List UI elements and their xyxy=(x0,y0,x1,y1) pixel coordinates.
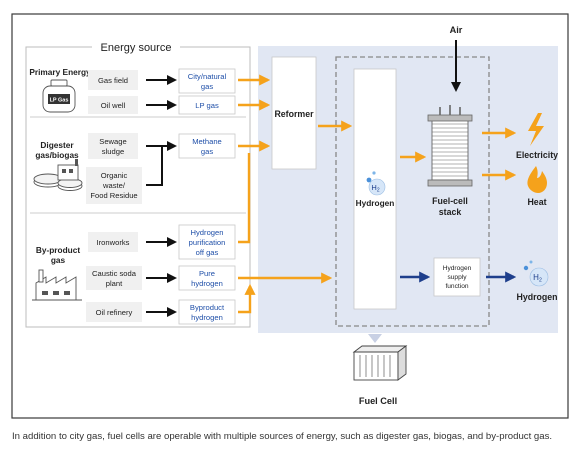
lightning-bolt-icon xyxy=(528,113,544,146)
supply-label-3: function xyxy=(445,283,468,290)
gas-city-label-1: City/natural xyxy=(188,72,227,81)
gas-lp xyxy=(178,95,236,115)
air-label: Air xyxy=(450,25,463,35)
svg-text:H2: H2 xyxy=(533,273,542,284)
category-byproduct-line1: By-product xyxy=(36,245,80,255)
fuel-cell-label: Fuel Cell xyxy=(359,396,397,406)
source-gas-field-label: Gas field xyxy=(98,76,128,85)
source-sewage-sludge xyxy=(88,133,138,159)
source-organic-waste xyxy=(86,167,142,204)
svg-text:LP Gas: LP Gas xyxy=(50,98,69,104)
h2-molecule-icon: H2 xyxy=(366,171,386,196)
gas-hydrogen-offgas xyxy=(178,224,236,260)
arrow-byproduct-to-hydrogen xyxy=(238,283,256,314)
source-sewage-label-2: sludge xyxy=(102,147,124,156)
reformer-label: Reformer xyxy=(274,109,314,119)
gas-methane-label-2: gas xyxy=(201,147,213,156)
source-organic-label-2: waste/ xyxy=(102,181,126,190)
pointer-triangle xyxy=(368,334,382,343)
fuel-cell-stack-label-2: stack xyxy=(439,207,462,217)
arrow-organic-waste xyxy=(146,146,163,186)
output-electricity-label: Electricity xyxy=(516,150,558,160)
energy-source-title: Energy source xyxy=(101,42,172,54)
digester-plant-icon xyxy=(33,159,83,191)
fuel-cell-unit-icon xyxy=(352,345,408,381)
gas-city-label-2: gas xyxy=(201,82,213,91)
factory-icon xyxy=(32,269,82,301)
fuel-cell-stack-icon xyxy=(427,105,473,187)
gas-pure-hydrogen xyxy=(178,265,236,291)
source-oil-well xyxy=(88,96,138,114)
fuel-cell-stack-label-1: Fuel-cell xyxy=(432,196,468,206)
svg-text:H2: H2 xyxy=(371,183,379,194)
category-primary-energy: Primary Energy xyxy=(29,67,91,77)
figure-caption: In addition to city gas, fuel cells are … xyxy=(12,431,553,442)
source-oil-refinery-label: Oil refinery xyxy=(96,308,133,317)
source-ironworks xyxy=(88,232,138,252)
gas-h2-offgas-label-1: Hydrogen xyxy=(191,228,224,237)
hydrogen-label: Hydrogen xyxy=(356,198,395,208)
output-hydrogen-label: Hydrogen xyxy=(516,292,557,302)
supply-label-1: Hydrogen xyxy=(443,265,472,272)
gas-pure-label-1: Pure xyxy=(199,269,215,278)
gas-byproduct-hydrogen xyxy=(178,299,236,325)
h2-molecule-icon: H2 xyxy=(523,260,549,287)
arrow-offgas-to-reformer xyxy=(238,153,251,244)
source-oil-refinery xyxy=(86,302,142,322)
gas-lp-label: LP gas xyxy=(195,101,219,110)
category-digester-line2: gas/biogas xyxy=(35,150,79,160)
flame-icon xyxy=(527,166,547,193)
gas-pure-label-2: hydrogen xyxy=(191,279,223,288)
source-oil-well-label: Oil well xyxy=(101,101,126,110)
output-heat-label: Heat xyxy=(527,197,546,207)
gas-byproduct-label-1: Byproduct xyxy=(190,303,225,312)
gas-methane xyxy=(178,133,236,159)
supply-label-2: supply xyxy=(447,274,467,281)
source-sewage-label-1: Sewage xyxy=(99,137,126,146)
category-byproduct-line2: gas xyxy=(51,255,66,265)
source-caustic-soda-plant xyxy=(86,266,142,290)
fuel-cell-boundary xyxy=(335,56,490,327)
reformer-box xyxy=(271,56,317,170)
gas-methane-label-1: Methane xyxy=(192,137,222,146)
hydrogen-supply-function-box xyxy=(433,257,481,297)
source-gas-field xyxy=(88,70,138,90)
source-caustic-label-1: Caustic soda xyxy=(92,269,137,278)
lp-gas-tank-icon: LP Gas xyxy=(42,79,76,113)
gas-h2-offgas-label-3: off gas xyxy=(196,248,219,257)
source-organic-label-1: Organic xyxy=(101,171,128,180)
source-organic-label-3: Food Residue xyxy=(90,191,137,200)
gas-byproduct-label-2: hydrogen xyxy=(191,313,223,322)
gas-city-natural xyxy=(178,68,236,94)
source-caustic-label-2: plant xyxy=(106,279,123,288)
category-digester-line1: Digester xyxy=(40,140,74,150)
gas-h2-offgas-label-2: purification xyxy=(189,238,226,247)
source-ironworks-label: Ironworks xyxy=(97,238,130,247)
